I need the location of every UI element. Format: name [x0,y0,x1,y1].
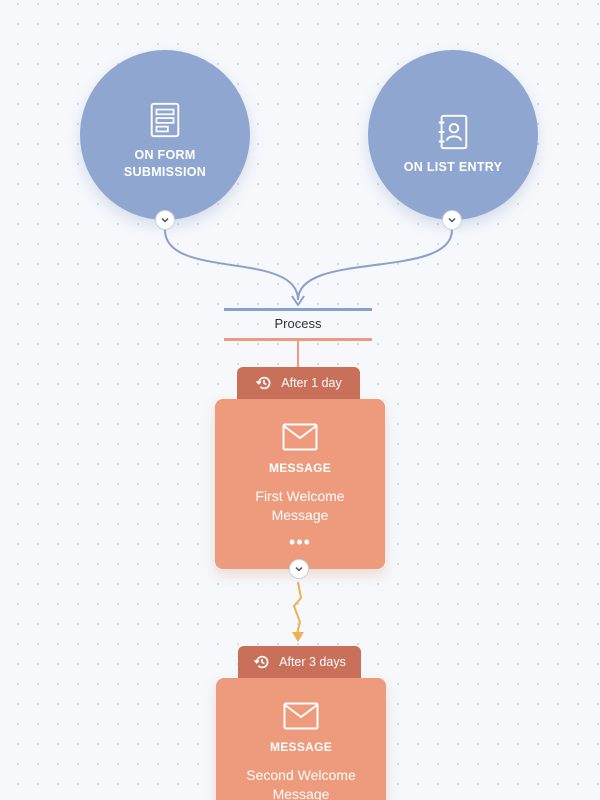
connector-list-to-process [297,229,453,301]
expand-toggle-list[interactable] [442,210,462,230]
trigger-label: ON LIST ENTRY [403,159,503,174]
history-clock-icon [254,655,269,669]
chevron-down-icon [161,217,169,223]
process-bar-top [224,308,372,311]
process-label: Process [274,316,322,331]
expand-toggle-step1[interactable] [289,559,309,579]
delay-tab-step1[interactable]: After 1 day [237,367,360,399]
process-arrow-icon [291,295,305,306]
process-bar-bottom [224,338,372,341]
delay-tab-step2[interactable]: After 3 days [238,646,361,678]
message-name: First Welcome Message [255,488,345,523]
more-options-icon[interactable]: ••• [289,532,311,552]
delay-label: After 3 days [279,655,346,669]
lightning-arrow-icon [292,632,304,642]
trigger-list-entry[interactable]: ON LIST ENTRY [368,50,538,220]
lightning-connector [293,581,302,635]
message-card-step1[interactable]: MESSAGE First Welcome Message ••• [215,399,385,569]
envelope-icon [283,702,319,730]
form-icon [150,102,180,138]
message-name: Second Welcome Message [246,767,356,800]
message-type: MESSAGE [268,461,332,475]
envelope-icon [282,423,318,451]
trigger-label: ON FORM SUBMISSION [123,148,207,179]
message-type: MESSAGE [269,740,333,754]
expand-toggle-form[interactable] [155,210,175,230]
connector-form-to-process [164,229,299,301]
chevron-down-icon [295,566,303,572]
message-card-step2[interactable]: MESSAGE Second Welcome Message [216,678,386,800]
delay-label: After 1 day [281,376,342,390]
contact-list-icon [438,114,468,149]
trigger-form-submission[interactable]: ON FORM SUBMISSION [80,50,250,220]
history-clock-icon [256,376,271,390]
chevron-down-icon [448,217,456,223]
